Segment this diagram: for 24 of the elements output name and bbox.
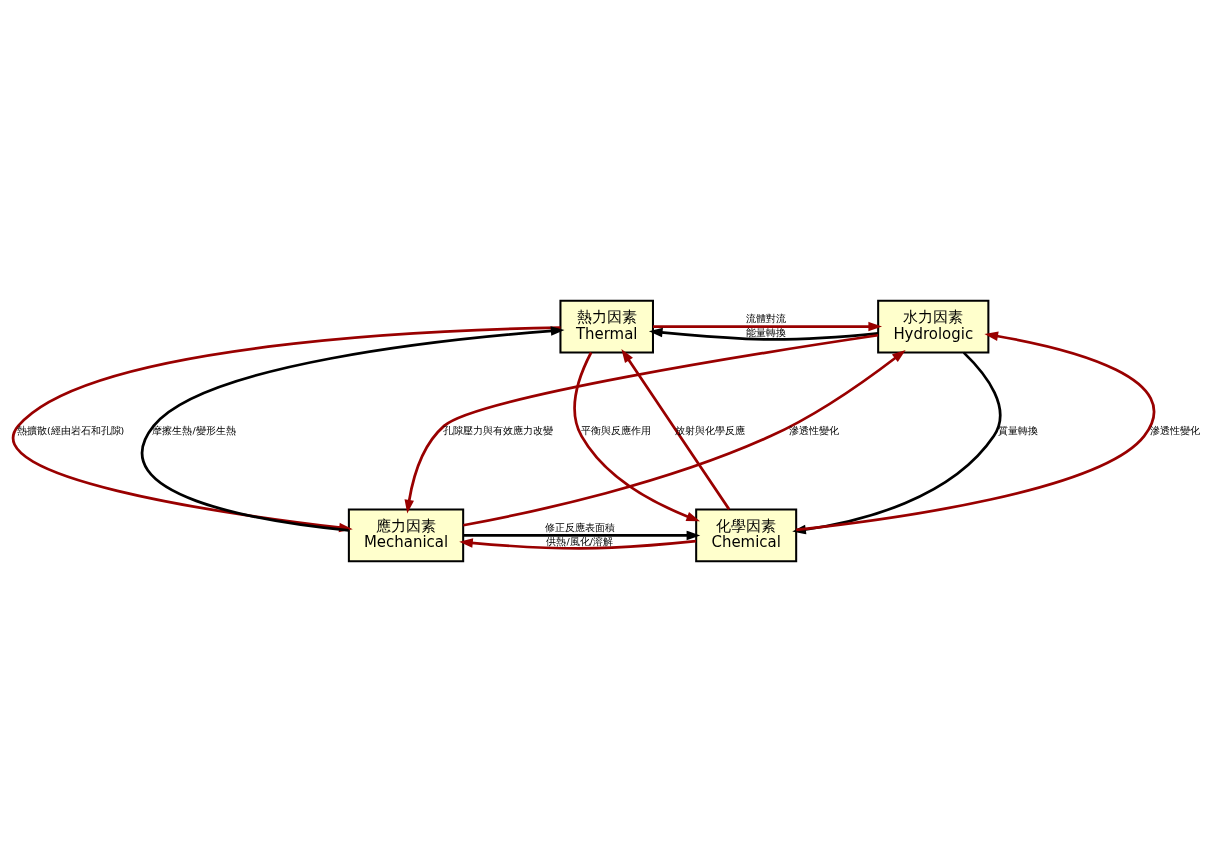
edge-label: 滲透性變化 [788,424,839,436]
edge-label: 能量轉換 [745,327,786,339]
arrow [621,349,731,511]
arrow [796,331,1156,532]
arrow [648,327,879,341]
node-box: 應力因素 Mechanical [347,508,465,563]
edge-label: 滲透性變化 [1149,424,1200,436]
arrow [573,351,700,522]
arrow [463,349,906,527]
edge-label: 流體對流 [745,312,786,324]
node-box: 熱力因素 Thermal [559,299,654,354]
edge-label: 平衡與反應作用 [580,424,651,436]
node-box: 水力因素 Hydrologic [877,299,990,354]
edge-label: 熱擴散(經由岩石和孔隙) [16,424,125,436]
arrow [459,538,697,550]
edge-label: 摩擦生熱/變形生熱 [152,424,236,436]
edge-label: 供熱/風化/溶解 [546,536,613,548]
node-box: 化學因素 Chemical [695,508,798,563]
edge-label: 質量轉換 [997,424,1038,436]
arrow [463,530,701,541]
edge-label: 修正反應表面積 [544,521,615,533]
arrow [653,321,883,332]
edge-label: 孔隙壓力與有效應力改變 [442,424,553,436]
arrow [404,333,879,514]
